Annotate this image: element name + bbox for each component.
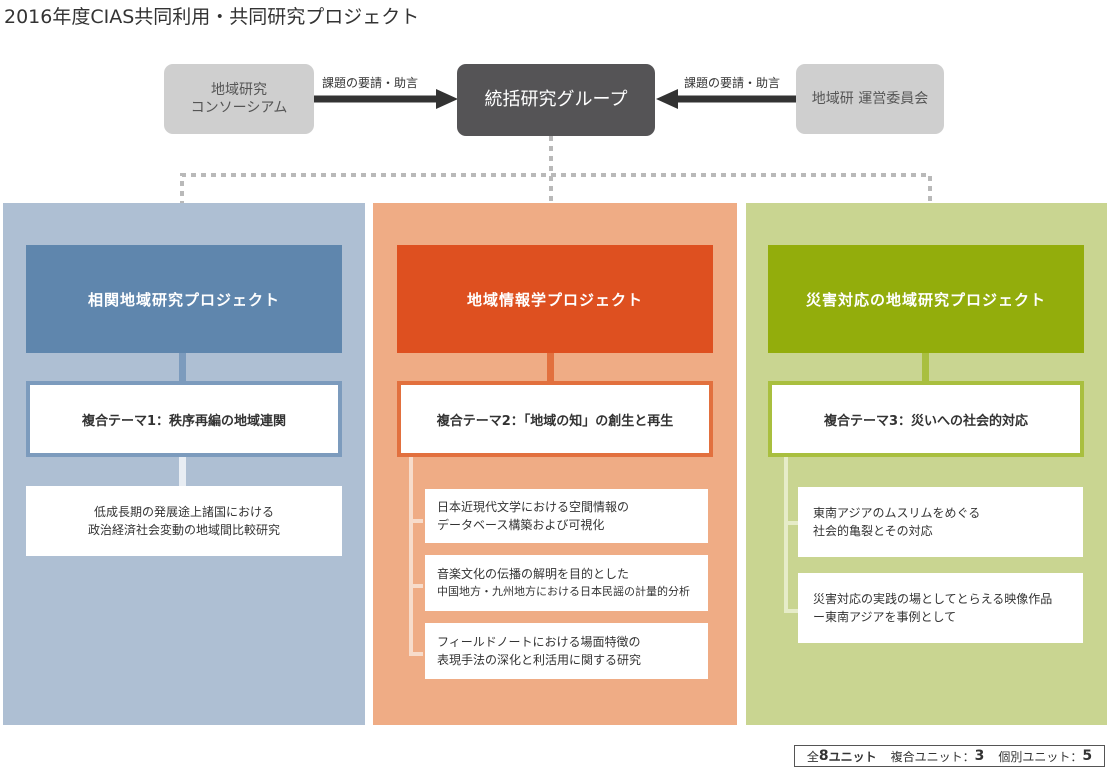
total-units-value: 8 [818,748,829,764]
column-panel-3: 災害対応の地域研究プロジェクト 複合テーマ3：災いへの社会的対応 東南アジアのム… [746,203,1107,725]
unit-2-2-line1: 音楽文化の伝播の解明を目的とした [437,567,630,581]
theme-box-2: 複合テーマ2：「地域の知」の創生と再生 [397,381,713,457]
individual-units-value: 5 [1082,748,1093,764]
unit-1-1-line1: 低成長期の発展途上諸国における [93,505,274,519]
unit-tree-line-2 [409,457,413,654]
column-header-1: 相関地域研究プロジェクト [26,245,342,353]
column-header-3: 災害対応の地域研究プロジェクト [768,245,1084,353]
unit-2-1: 日本近現代文学における空間情報の データベース構築および可視化 [425,489,708,543]
column-panel-2: 地域情報学プロジェクト 複合テーマ2：「地域の知」の創生と再生 日本近現代文学に… [373,203,737,725]
theme-box-3: 複合テーマ3：災いへの社会的対応 [768,381,1084,457]
column-panel-1: 相関地域研究プロジェクト 複合テーマ1：秩序再編の地域連関 低成長期の発展途上諸… [3,203,365,725]
unit-count-footer: 全 8 ユニット 複合ユニット： 3 個別ユニット： 5 [794,745,1105,767]
total-units-suffix: ユニット [828,749,877,764]
unit-3-1-line2: 社会的亀裂とその対応 [813,524,933,538]
composite-units-value: 3 [974,748,985,764]
total-units-label: 全 [806,749,819,764]
unit-tree-line-3 [784,457,788,611]
unit-1-1-line2: 政治経済社会変動の地域間比較研究 [87,523,280,537]
unit-2-3: フィールドノートにおける場面特徴の 表現手法の深化と利活用に関する研究 [425,623,708,679]
left-arrow-head [436,89,458,109]
unit-2-3-line2: 表現手法の深化と利活用に関する研究 [437,653,642,667]
page-title: 2016年度CIAS共同利用・共同研究プロジェクト [4,6,420,28]
unit-branch-2-2 [409,584,423,588]
theme-box-1: 複合テーマ1：秩序再編の地域連関 [26,381,342,457]
individual-units-label: 個別ユニット： [998,749,1083,764]
unit-branch-2-1 [409,519,423,523]
right-arrow-label: 課題の要請・助言 [684,76,781,90]
unit-2-2: 音楽文化の伝播の解明を目的とした 中国地方・九州地方における日本民謡の計量的分析 [425,555,708,611]
unit-3-2-line1: 災害対応の実践の場としてとらえる映像作品 [813,592,1053,606]
unit-3-1-line1: 東南アジアのムスリムをめぐる [813,506,981,520]
unit-2-2-line2: 中国地方・九州地方における日本民謡の計量的分析 [437,585,690,598]
unit-branch-3-1 [784,521,798,525]
regional-research-consortium-box: 地域研究 コンソーシアム [164,64,314,134]
unit-3-2: 災害対応の実践の場としてとらえる映像作品 ー東南アジアを事例として [798,573,1083,643]
column-connector-1 [179,353,186,383]
unit-2-3-line1: フィールドノートにおける場面特徴の [437,635,641,649]
coordinating-research-group-box: 統括研究グループ [457,64,655,136]
unit-2-1-line1: 日本近現代文学における空間情報の [437,500,630,514]
unit-branch-2-3 [409,652,423,656]
steering-committee-box: 地域研 運営委員会 [796,64,944,134]
unit-3-2-line2: ー東南アジアを事例として [813,610,957,624]
consortium-label-line1: 地域研究 [211,82,267,98]
theme-stub-1 [179,457,186,487]
left-arrow-label: 課題の要請・助言 [322,76,419,90]
unit-branch-3-2 [784,609,798,613]
column-header-2: 地域情報学プロジェクト [397,245,713,353]
right-arrow-head [656,89,678,109]
unit-1-1: 低成長期の発展途上諸国における 政治経済社会変動の地域間比較研究 [26,486,342,556]
unit-2-1-line2: データベース構築および可視化 [437,518,605,532]
column-connector-3 [922,353,929,383]
unit-3-1: 東南アジアのムスリムをめぐる 社会的亀裂とその対応 [798,487,1083,557]
consortium-label-line2: コンソーシアム [190,100,288,116]
column-connector-2 [547,353,554,383]
composite-units-label: 複合ユニット： [890,749,975,764]
